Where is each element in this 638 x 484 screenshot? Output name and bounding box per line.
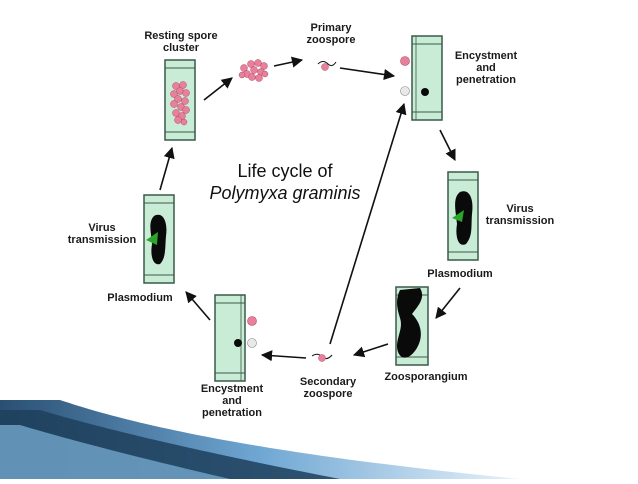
- primary-zoospore: [317, 61, 337, 71]
- label-zoosporangium: Zoosporangium: [384, 371, 468, 383]
- arrow-zoosporangium-to-secondary: [352, 343, 389, 358]
- arrow-plasmodium-to-resting-spore: [159, 146, 175, 191]
- label-plasmodium-left: Plasmodium: [107, 292, 173, 304]
- resting-spore-cell: [164, 59, 196, 141]
- arrow-plasmodium-to-zoosporangium: [435, 287, 461, 319]
- title-line-1: Life cycle of: [237, 161, 333, 181]
- zoosporangium-cell: [395, 286, 429, 366]
- released-spore-ball: [238, 59, 269, 82]
- slide-swoosh-decoration: [0, 400, 520, 479]
- secondary-zoospore: [311, 353, 333, 362]
- title-line-2: Polymyxa graminis: [209, 183, 361, 203]
- encystment-top-cell: [400, 35, 443, 121]
- arrow-spore-ball-to-zoospore: [273, 56, 304, 68]
- arrow-secondary-to-encystment-bottom: [260, 350, 307, 362]
- encystment-bottom-cell: [214, 294, 257, 382]
- arrow-cell-to-spore-ball: [203, 77, 233, 101]
- arrow-encystment-to-plasmodium-left: [185, 291, 211, 321]
- arrow-encystment-to-plasmodium: [439, 129, 456, 162]
- arrow-secondary-to-encystment-top: [329, 102, 407, 345]
- plasmodium-right-cell: [447, 171, 479, 261]
- plasmodium-left-cell: [143, 194, 175, 284]
- cycle-arrows: [159, 56, 461, 362]
- resting-spore-cluster: [170, 81, 190, 126]
- diagram-title: Life cycle of Polymyxa graminis: [190, 160, 380, 204]
- arrow-zoospore-to-encystment: [339, 67, 396, 81]
- label-plasmodium-right: Plasmodium: [427, 268, 493, 280]
